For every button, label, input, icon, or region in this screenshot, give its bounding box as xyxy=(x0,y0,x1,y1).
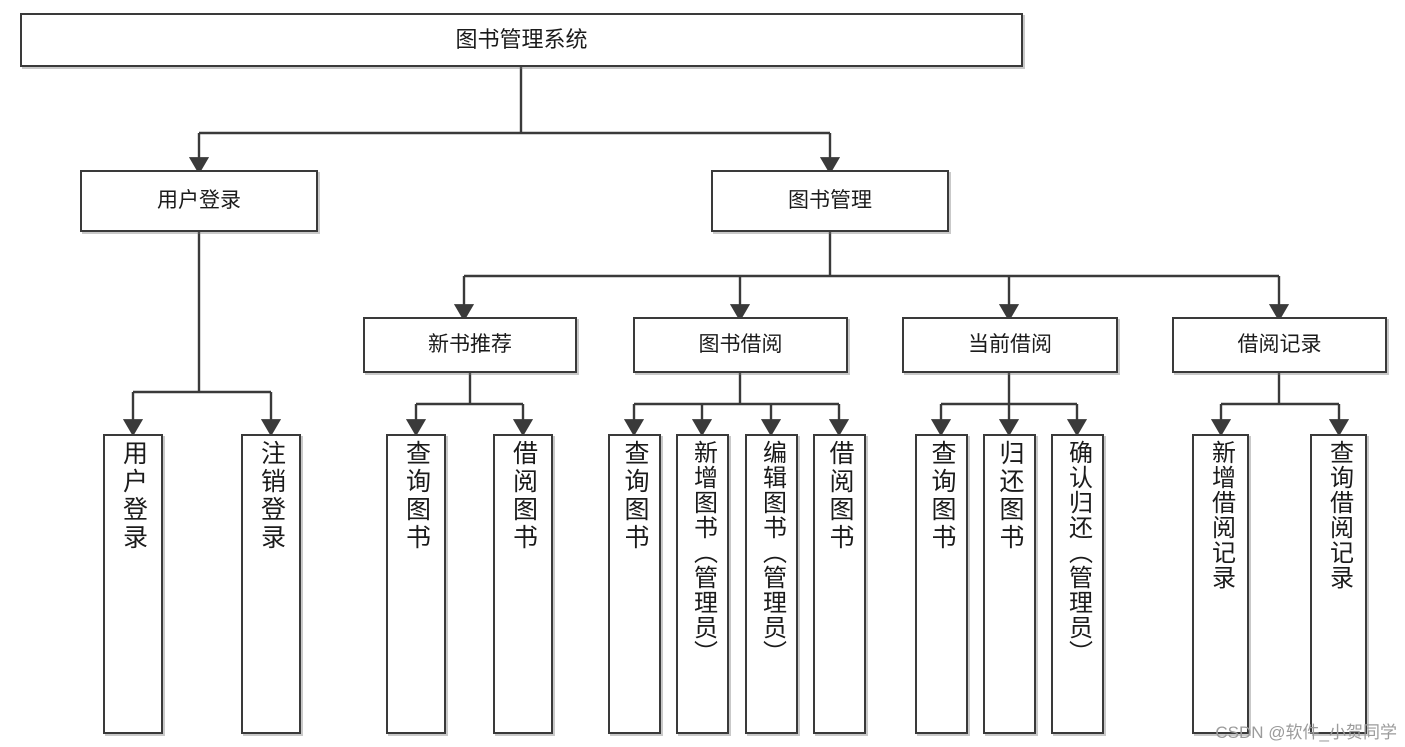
watermark-text: CSDN @软件_小贺同学 xyxy=(1215,723,1397,742)
node-leaf-logout[interactable]: 注销登录 xyxy=(241,434,301,734)
node-leaf-query-book-borrow[interactable]: 查询图书 xyxy=(608,434,661,734)
node-user-login[interactable]: 用户登录 xyxy=(80,170,318,232)
node-label: 用户登录 xyxy=(119,440,148,552)
node-label: 新书推荐 xyxy=(428,333,512,357)
node-root-book-management-system[interactable]: 图书管理系统 xyxy=(20,13,1023,67)
node-label: 新增图书（管理员） xyxy=(689,440,717,665)
node-label: 查询图书 xyxy=(402,440,431,552)
node-leaf-query-book-current[interactable]: 查询图书 xyxy=(915,434,968,734)
node-label: 用户登录 xyxy=(157,189,241,213)
node-leaf-borrow-book[interactable]: 借阅图书 xyxy=(813,434,866,734)
node-label: 归还图书 xyxy=(996,440,1024,552)
node-label: 当前借阅 xyxy=(968,333,1052,357)
node-book-management[interactable]: 图书管理 xyxy=(711,170,949,232)
node-leaf-query-borrow-record[interactable]: 查询借阅记录 xyxy=(1310,434,1367,734)
node-label: 确认归还（管理员） xyxy=(1064,440,1092,665)
node-label: 查询图书 xyxy=(621,440,649,552)
node-label: 借阅图书 xyxy=(509,440,538,552)
node-label: 查询借阅记录 xyxy=(1325,440,1353,590)
node-label: 图书借阅 xyxy=(698,333,783,357)
node-leaf-query-book-recommend[interactable]: 查询图书 xyxy=(386,434,446,734)
node-leaf-user-login[interactable]: 用户登录 xyxy=(103,434,163,734)
node-leaf-edit-book-admin[interactable]: 编辑图书（管理员） xyxy=(745,434,798,734)
node-leaf-confirm-return-admin[interactable]: 确认归还（管理员） xyxy=(1051,434,1104,734)
node-leaf-add-book-admin[interactable]: 新增图书（管理员） xyxy=(676,434,729,734)
node-borrow-record[interactable]: 借阅记录 xyxy=(1172,317,1387,373)
node-new-book-recommend[interactable]: 新书推荐 xyxy=(363,317,577,373)
node-current-borrow[interactable]: 当前借阅 xyxy=(902,317,1118,373)
node-label: 图书管理系统 xyxy=(455,26,588,52)
node-label: 借阅图书 xyxy=(826,440,854,552)
node-label: 注销登录 xyxy=(257,440,286,552)
node-leaf-borrow-book-recommend[interactable]: 借阅图书 xyxy=(493,434,553,734)
node-label: 新增借阅记录 xyxy=(1207,440,1235,590)
node-leaf-return-book[interactable]: 归还图书 xyxy=(983,434,1036,734)
node-leaf-add-borrow-record[interactable]: 新增借阅记录 xyxy=(1192,434,1249,734)
node-label: 查询图书 xyxy=(928,440,956,552)
node-label: 借阅记录 xyxy=(1237,333,1322,357)
node-label: 图书管理 xyxy=(788,189,872,213)
node-book-borrow[interactable]: 图书借阅 xyxy=(633,317,848,373)
node-label: 编辑图书（管理员） xyxy=(758,440,786,665)
